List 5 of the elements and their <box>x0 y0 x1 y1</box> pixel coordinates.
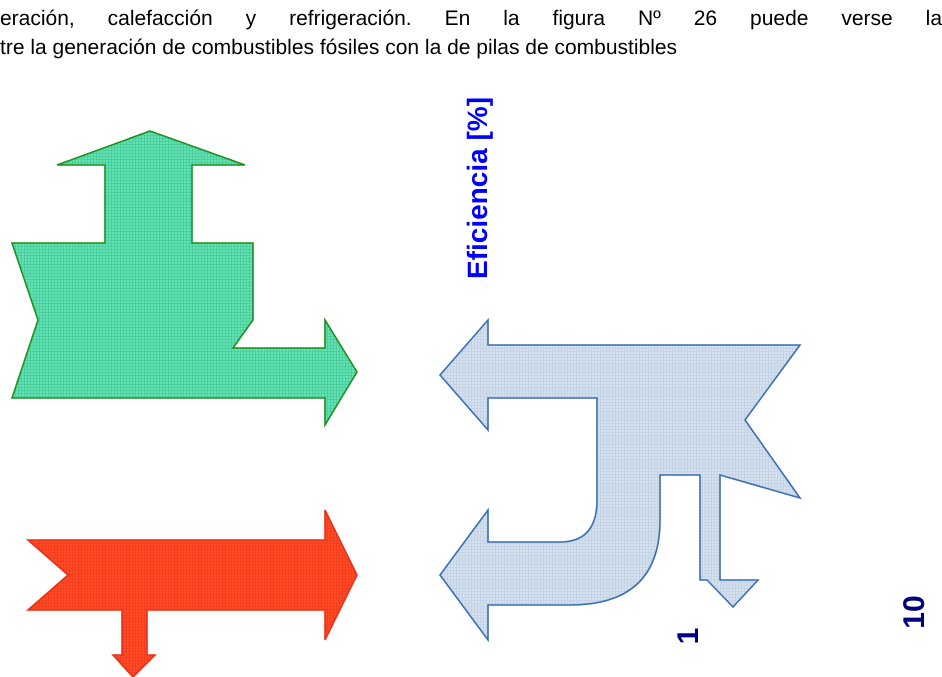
paragraph-line: tre la generación de combustibles fósiles con la de pilas de combustibles <box>0 37 678 58</box>
axis-tick-label: 1 <box>674 628 704 644</box>
axis-title: Eficiencia [%] <box>464 96 492 280</box>
paragraph-line: eración, calefacción y refrigeración. En la figura Nº 26 puede verse la <box>0 8 942 29</box>
axis-tick-label: 10 <box>900 595 930 629</box>
